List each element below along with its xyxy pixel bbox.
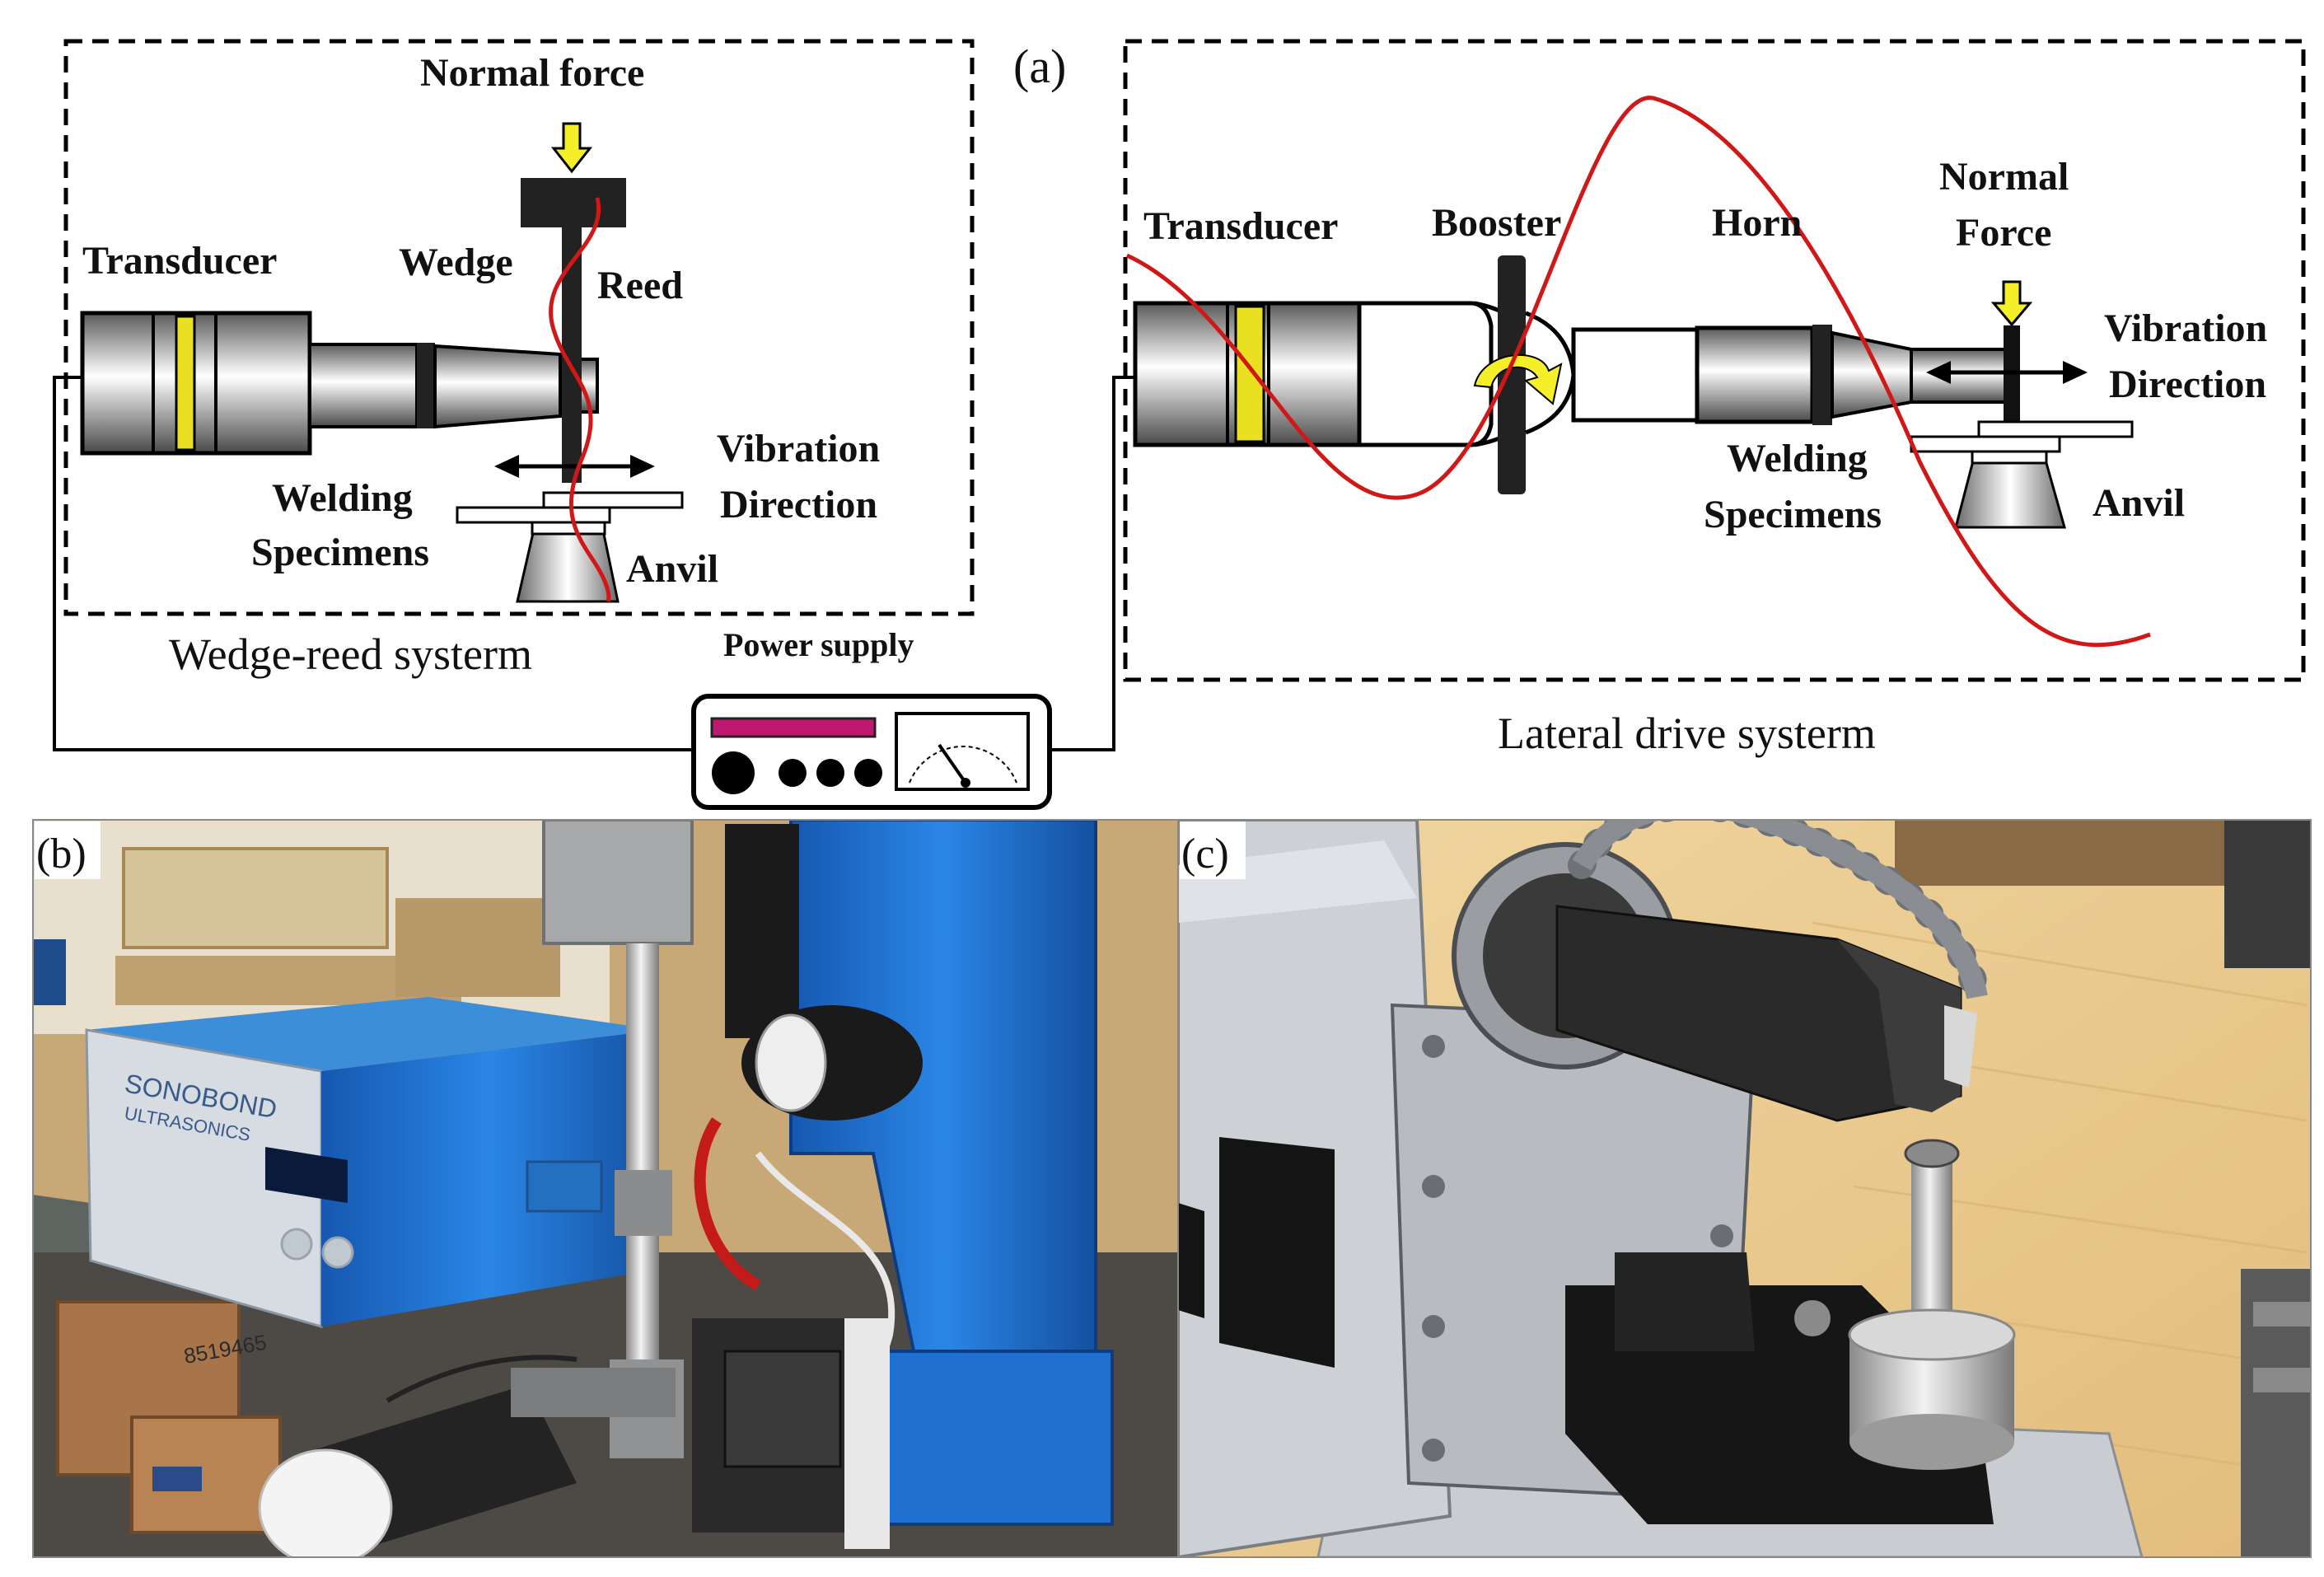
wedge-transducer [80,311,312,456]
panel-c-letter: (c) [1181,831,1229,877]
lateral-tool [2004,325,2020,424]
lateral-transducer-label: Transducer [1143,204,1338,248]
power-meter-needle [938,743,967,784]
lateral-vibration-label-2: Direction [2109,363,2266,406]
lateral-caption: Lateral drive systerm [1498,709,1876,758]
booster-flange [1498,255,1526,494]
power-supply-bar [710,717,877,738]
wedge-horn [433,344,562,429]
lateral-anvil-label: Anvil [2093,481,2185,525]
wedge-normal-force-label: Normal force [420,51,644,95]
shelf-box-top [122,847,389,949]
wedge-reed-system: Normal force Transducer Wedge Reed Vibra… [63,39,975,679]
lateral-booster [1357,301,1494,447]
horn-label: Horn [1712,201,1802,245]
wedge-reed-frame [63,39,975,616]
lateral-normal-label-1: Normal [1939,155,2069,199]
power-wire-left [53,376,694,751]
power-knob-2 [816,759,844,787]
lateral-welding-label-2: Specimens [1704,493,1882,536]
reed-label: Reed [597,264,683,307]
wedge-anvil-label: Anvil [626,547,718,591]
panel-a-letter: (a) [1013,40,1066,93]
lateral-vibration-label-1: Vibration [2104,307,2267,350]
wedge-specimen-bottom [456,506,611,524]
wedge-reed-caption: Wedge-reed systerm [169,629,532,679]
wedge-vibration-wave [549,197,611,602]
wedge-transducer-label: Transducer [82,239,277,283]
panel-b: 8519465 SONOBOND ULTRASONICS [32,819,1179,1558]
lateral-welding-label-1: Welding [1727,437,1868,480]
wedge-normal-force-arrow [550,122,593,174]
lateral-horn-body [1695,325,1815,424]
power-knob-large [712,751,755,794]
power-knob-1 [779,759,807,787]
sonobond-display [265,1147,348,1203]
lateral-horn-taper [1831,330,1913,419]
lateral-drive-system: Transducer Booster Horn Normal Force Vib… [1123,39,2306,758]
lateral-horn-front [1571,327,1700,423]
panel-a: (a) [53,39,2306,810]
housing-window [1219,1137,1335,1368]
booster-label: Booster [1432,201,1561,245]
wedge-specimen-top [542,491,684,509]
lateral-normal-label-2: Force [1956,211,2051,255]
wedge-shank [308,343,419,428]
panel-c: (c) [1177,819,2312,1558]
power-wire-right [1050,376,1135,751]
booster-rotation-arrow [1473,354,1563,405]
wedge-vibration-label-2: Direction [720,483,877,526]
reed-head [521,178,626,227]
wedge-vibration-label-1: Vibration [717,427,880,470]
lateral-vibration-wave [1125,96,2151,648]
panel-b-letter: (b) [36,831,87,877]
lateral-transducer-coil [1234,305,1265,443]
wedge-label: Wedge [399,241,513,284]
wedge-transducer-coil [175,315,196,452]
power-supply-label: Power supply [723,626,914,663]
wedge-welding-label-1: Welding [272,476,413,520]
lateral-normal-force-arrow [1990,280,2033,327]
lateral-specimen-top [1977,420,2134,438]
power-supply: Power supply [53,376,1135,810]
wedge-welding-label-2: Specimens [251,531,429,574]
lateral-specimen-bottom [1910,435,2061,453]
sonobond-unit-side [321,1030,659,1327]
red-cable [694,1117,761,1291]
power-knob-3 [854,759,882,787]
welder-head [542,820,694,945]
lateral-frame [1123,39,2306,682]
sonobond-unit-top [87,997,659,1071]
